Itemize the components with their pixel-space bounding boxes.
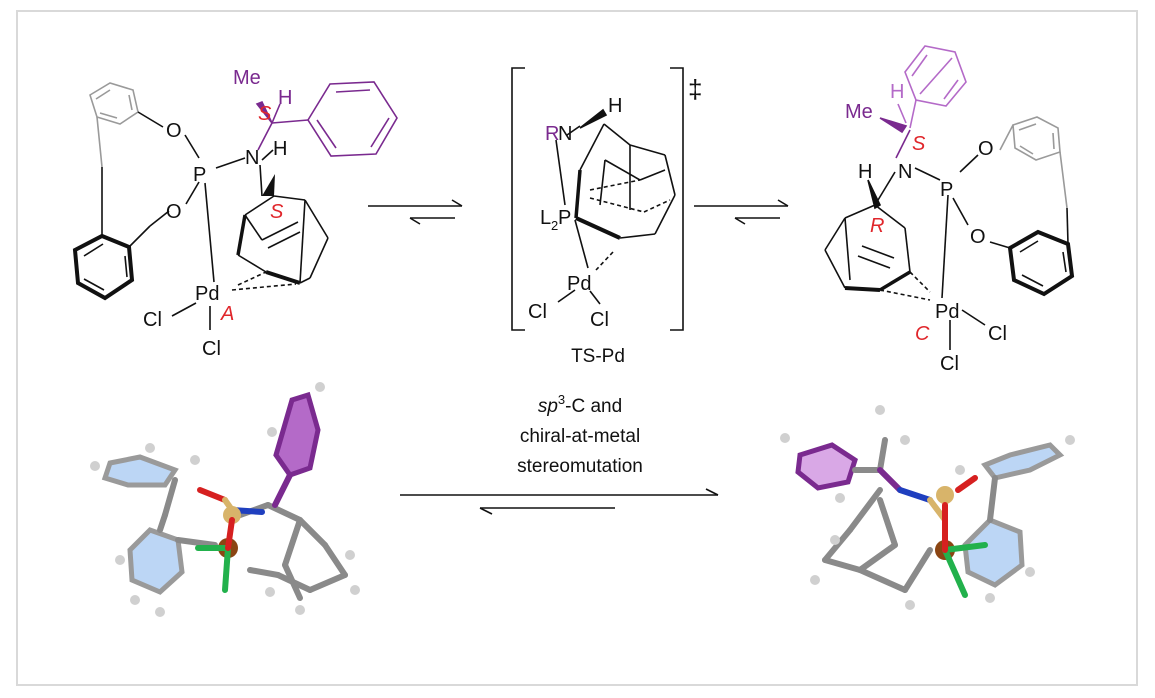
figure-frame (16, 10, 1138, 686)
right-gray-arene (999, 116, 1068, 209)
ts-structure (511, 67, 684, 331)
ts-r-label: R (545, 123, 559, 145)
left-cl-left-label: Cl (143, 309, 162, 331)
right-r-mid-label: R (870, 215, 884, 237)
right-s-top-label: S (912, 133, 926, 155)
left-h-n-label: H (273, 138, 287, 160)
right-p-label: P (940, 179, 953, 201)
left-s-mid-label: S (270, 201, 284, 223)
ts-right-bracket (670, 67, 684, 331)
left-gray-arene (89, 82, 139, 168)
left-n-label: N (245, 147, 259, 169)
left-a-label: A (220, 303, 234, 325)
ts-pd-label: Pd (567, 273, 591, 295)
ts-h-label: H (608, 95, 622, 117)
caption-line-1: sp3-C and (538, 392, 622, 417)
left-atom-labels: Me H S N H O P O S Pd A Cl Cl (143, 67, 292, 360)
equilibrium-arrow-left (368, 199, 463, 225)
ts-p-label: P (558, 207, 571, 229)
right-n-label: N (898, 161, 912, 183)
right-phenethyl (897, 45, 967, 129)
ts-double-dagger: ‡ (688, 74, 702, 104)
ts-atom-labels: R N H L 2 P Pd Cl Cl ‡ TS-Pd (528, 74, 702, 367)
left-cl-bot-label: Cl (202, 338, 221, 360)
right-bold-arene (1007, 229, 1075, 297)
right-c-label: C (915, 323, 930, 345)
right-h-n-label: H (858, 161, 872, 183)
left-bold-arene (72, 167, 135, 301)
right-o-top-label: O (978, 138, 994, 160)
ts-cl-left-label: Cl (528, 301, 547, 323)
caption-line-2: chiral-at-metal (520, 426, 640, 447)
right-cl-bot-label: Cl (940, 353, 959, 375)
left-h-top-label: H (278, 87, 292, 109)
stereomutation-caption: sp3-C and chiral-at-metal stereomutation (517, 392, 643, 477)
left-pd-label: Pd (195, 283, 219, 305)
equilibrium-arrow-right (694, 199, 789, 225)
left-structure (72, 81, 398, 330)
right-atom-labels: Me H S N H O P O R Pd C Cl Cl (845, 81, 1007, 375)
ts-cl-right-label: Cl (590, 309, 609, 331)
ts-l-label: L (540, 207, 551, 229)
right-me-label: Me (845, 101, 873, 123)
caption-sup: 3 (558, 392, 565, 407)
caption-line-3: stereomutation (517, 456, 643, 477)
right-pd-label: Pd (935, 301, 959, 323)
left-phenethyl (255, 81, 398, 157)
caption-sp: sp (538, 396, 558, 417)
right-3d-model (780, 405, 1075, 610)
equilibrium-arrow-bottom (400, 488, 719, 515)
left-o-bot-label: O (166, 201, 182, 223)
left-s-top-label: S (258, 103, 272, 125)
ts-label: TS-Pd (571, 346, 625, 367)
right-cl-right-label: Cl (988, 323, 1007, 345)
ts-n-label: N (558, 123, 572, 145)
left-p-label: P (193, 164, 206, 186)
ts-left-bracket (511, 67, 525, 331)
right-h-top-label: H (890, 81, 904, 103)
left-me-label: Me (233, 67, 261, 89)
left-3d-model (90, 382, 360, 617)
caption-rest: -C and (565, 396, 622, 417)
right-structure (824, 45, 1075, 350)
left-o-top-label: O (166, 120, 182, 142)
ts-l-subscript: 2 (551, 218, 558, 233)
right-o-bot-label: O (970, 226, 986, 248)
